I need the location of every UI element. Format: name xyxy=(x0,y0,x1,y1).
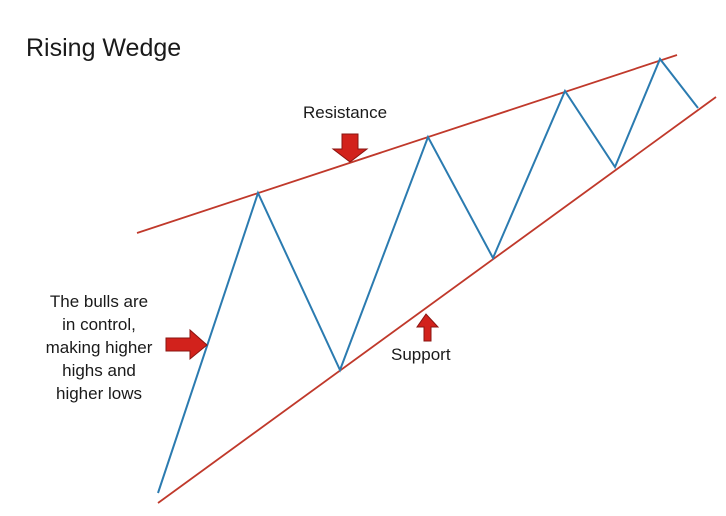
support-trendline xyxy=(157,96,717,504)
resistance-trendline xyxy=(136,54,678,234)
bulls-note: The bulls are in control, making higher … xyxy=(30,290,168,405)
bulls-note-line: The bulls are xyxy=(49,292,149,311)
bulls-note-line: higher lows xyxy=(56,384,142,403)
bulls-note-line: making higher xyxy=(45,338,153,357)
arrow-down-icon xyxy=(331,133,369,163)
bulls-note-line: highs and xyxy=(62,361,136,380)
resistance-label: Resistance xyxy=(303,103,388,122)
support-label: Support xyxy=(391,345,451,364)
bulls-note-line: in control, xyxy=(62,315,136,334)
arrow-up-icon xyxy=(416,313,440,342)
price-zigzag-line xyxy=(157,57,699,494)
page-title: Rising Wedge xyxy=(26,34,182,62)
arrow-right-icon xyxy=(165,328,208,361)
